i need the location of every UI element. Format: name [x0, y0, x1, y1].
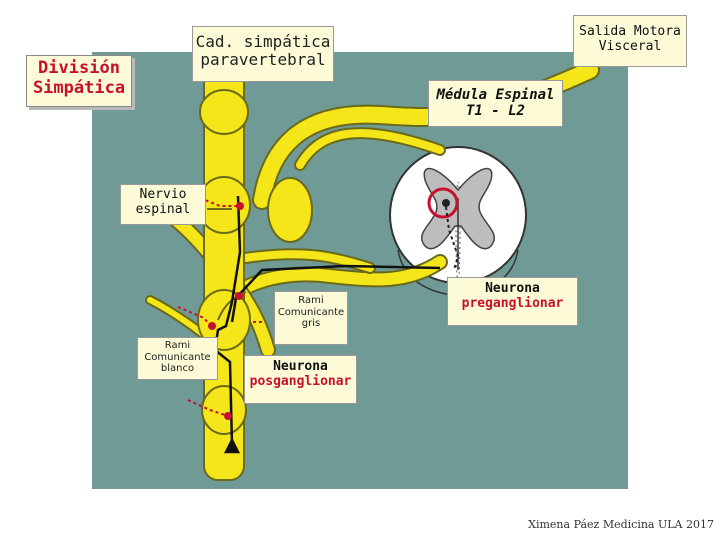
nervio-line1: Nervio	[139, 187, 187, 202]
neuron-pathways	[213, 195, 441, 454]
gris-line1: Rami	[298, 295, 324, 306]
spinal-cord	[389, 146, 527, 297]
posg-line2: posganglionar	[249, 373, 352, 389]
gris-line3: gris	[301, 318, 321, 329]
medula-espinal-label: Médula Espinal T1 - L2	[428, 80, 563, 127]
division-line2: Simpática	[32, 77, 126, 98]
rami-gris-label: Rami Comunicante gris	[274, 291, 348, 345]
salida-motora-label: Salida Motora Visceral	[573, 15, 687, 67]
nervio-espinal-label: Nervio espinal	[120, 184, 206, 225]
preg-line1: Neurona	[485, 281, 540, 296]
division-simpatica-label: División Simpática	[26, 55, 132, 107]
medula-line2: T1 - L2	[465, 103, 525, 120]
preg-line2: preganglionar	[461, 295, 564, 311]
postganglionic-fibers	[177, 197, 262, 417]
posg-line1: Neurona	[273, 359, 328, 374]
blanco-line1: Rami	[164, 340, 191, 351]
salida-line2: Visceral	[598, 38, 662, 54]
cadena-simpatica-label: Cad. simpática paravertebral	[192, 26, 334, 82]
blanco-line2: Comunicante	[144, 351, 211, 363]
division-line1: División	[38, 58, 120, 78]
blanco-line3: blanco	[160, 363, 195, 374]
credit-text: Ximena Páez Medicina ULA 2017	[528, 518, 714, 531]
neurona-posganglionar-label: Neurona posganglionar	[244, 355, 357, 404]
ganglion-cells	[208, 202, 244, 420]
medula-line1: Médula Espinal	[436, 87, 555, 103]
gris-line2: Comunicante	[277, 306, 345, 318]
salida-line1: Salida Motora	[579, 24, 681, 39]
cad-line2: paravertebral	[200, 50, 326, 70]
cad-line1: Cad. simpática	[195, 32, 331, 51]
rami-blanco-label: Rami Comunicante blanco	[137, 337, 218, 380]
nervio-line2: espinal	[135, 201, 191, 217]
neurona-preganglionar-label: Neurona preganglionar	[447, 277, 578, 326]
